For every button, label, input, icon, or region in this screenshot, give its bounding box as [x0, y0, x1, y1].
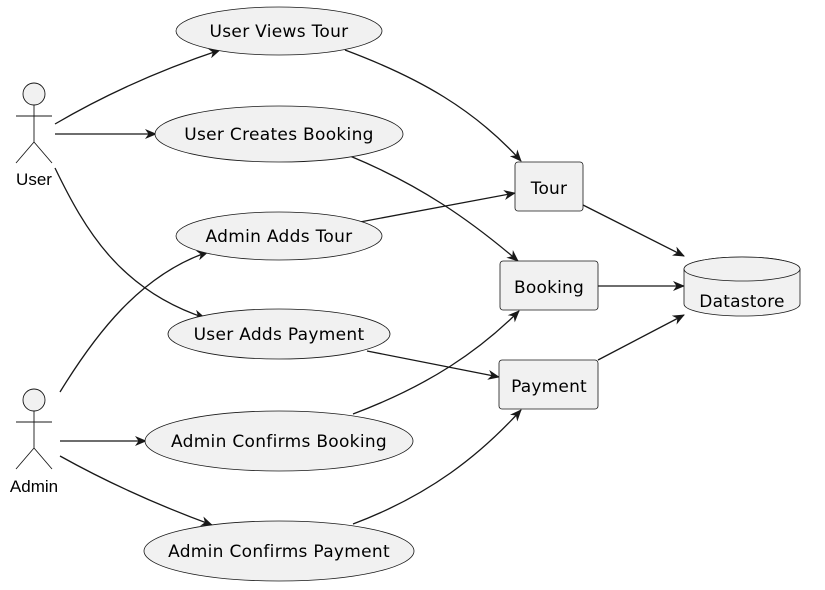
component-box [514, 161, 584, 212]
edge-user-views-tour-to-tour [344, 49, 522, 162]
component-box [498, 359, 599, 410]
use-case-admin-adds-tour: Admin Adds Tour [175, 211, 383, 261]
edge-admin-adds-tour-to-tour [359, 190, 516, 223]
use-case-admin-confirms-booking: Admin Confirms Booking [144, 410, 414, 472]
component-booking: Booking [499, 260, 599, 311]
edge-admin-confirms-booking-to-booking [352, 310, 520, 415]
edge-user-to-user-views-tour [54, 48, 221, 125]
use-case-ellipse [175, 211, 383, 261]
component-payment: Payment [498, 359, 599, 410]
component-tour: Tour [514, 161, 584, 212]
use-case-label: Admin Confirms Booking [171, 432, 387, 452]
edge-user-adds-payment-to-payment [366, 350, 500, 380]
use-case-ellipse [154, 105, 404, 163]
use-case-user-views-tour: User Views Tour [175, 6, 383, 56]
datastore: Datastore [683, 256, 801, 317]
actor-label: Admin [10, 477, 58, 496]
use-case-user-creates-booking: User Creates Booking [154, 105, 404, 163]
datastore-cylinder-top [683, 256, 801, 282]
component-label: Booking [514, 278, 584, 298]
use-case-label: Admin Adds Tour [206, 227, 353, 247]
edge-user-creates-booking-to-booking [349, 155, 519, 262]
edge-admin-confirms-payment-to-payment [352, 409, 522, 525]
component-label: Tour [530, 179, 567, 199]
use-case-label: User Adds Payment [194, 325, 365, 345]
use-case-label: User Views Tour [210, 22, 349, 42]
actor-label: User [16, 170, 52, 189]
admin-head [22, 388, 46, 412]
edge-payment-to-datastore [597, 314, 685, 361]
use-case-ellipse [167, 308, 391, 360]
use-case-label: Admin Confirms Payment [168, 542, 390, 562]
use-case-ellipse [143, 520, 415, 582]
use-case-user-adds-payment: User Adds Payment [167, 308, 391, 360]
user-stick-figure [15, 105, 53, 164]
component-label: Payment [511, 377, 587, 397]
edge-admin-to-admin-adds-tour [59, 250, 209, 393]
use-case-label: User Creates Booking [184, 125, 374, 145]
use-case-admin-confirms-payment: Admin Confirms Payment [143, 520, 415, 582]
use-case-ellipse [144, 410, 414, 472]
actor-admin: Admin [10, 388, 58, 496]
edge-tour-to-datastore [582, 204, 685, 257]
admin-stick-figure [15, 411, 53, 470]
edge-admin-to-admin-confirms-payment [59, 455, 213, 526]
edge-user-to-user-adds-payment [54, 167, 206, 320]
user-head [22, 82, 46, 106]
actor-user: User [15, 82, 53, 189]
component-box [499, 260, 599, 311]
use-case-ellipse [175, 6, 383, 56]
edges [54, 48, 685, 526]
datastore-label: Datastore [699, 292, 784, 312]
